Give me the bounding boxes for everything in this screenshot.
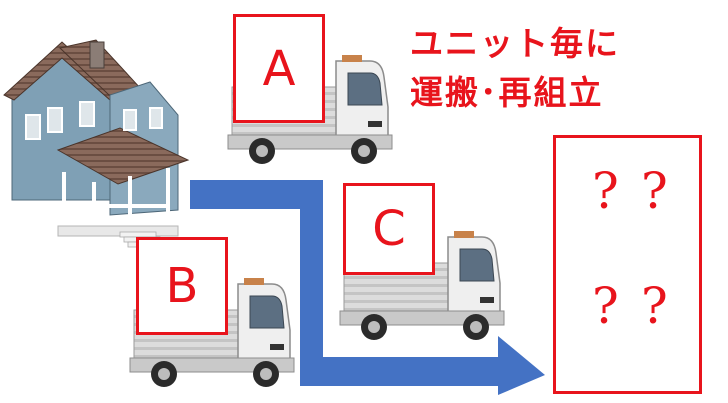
unknown-mark-1: ? <box>592 162 619 220</box>
caption-line-1: ユニット毎に <box>410 24 620 63</box>
truck-a-label: A <box>262 40 296 97</box>
caption-line-2: 運搬･再組立 <box>410 73 604 112</box>
truck-b-label: B <box>165 258 199 314</box>
flow-arrow <box>190 180 545 395</box>
destination-box: ? ? ? ? <box>553 135 702 394</box>
truck-c-label: C <box>372 201 406 257</box>
truck-a-label-box: A <box>233 14 325 123</box>
truck-b-label-box: B <box>136 237 228 335</box>
unknown-mark-4: ? <box>641 277 668 335</box>
house-illustration <box>3 39 190 248</box>
truck-c-label-box: C <box>343 183 435 275</box>
unknown-mark-3: ? <box>592 277 619 335</box>
unknown-mark-2: ? <box>641 162 668 220</box>
